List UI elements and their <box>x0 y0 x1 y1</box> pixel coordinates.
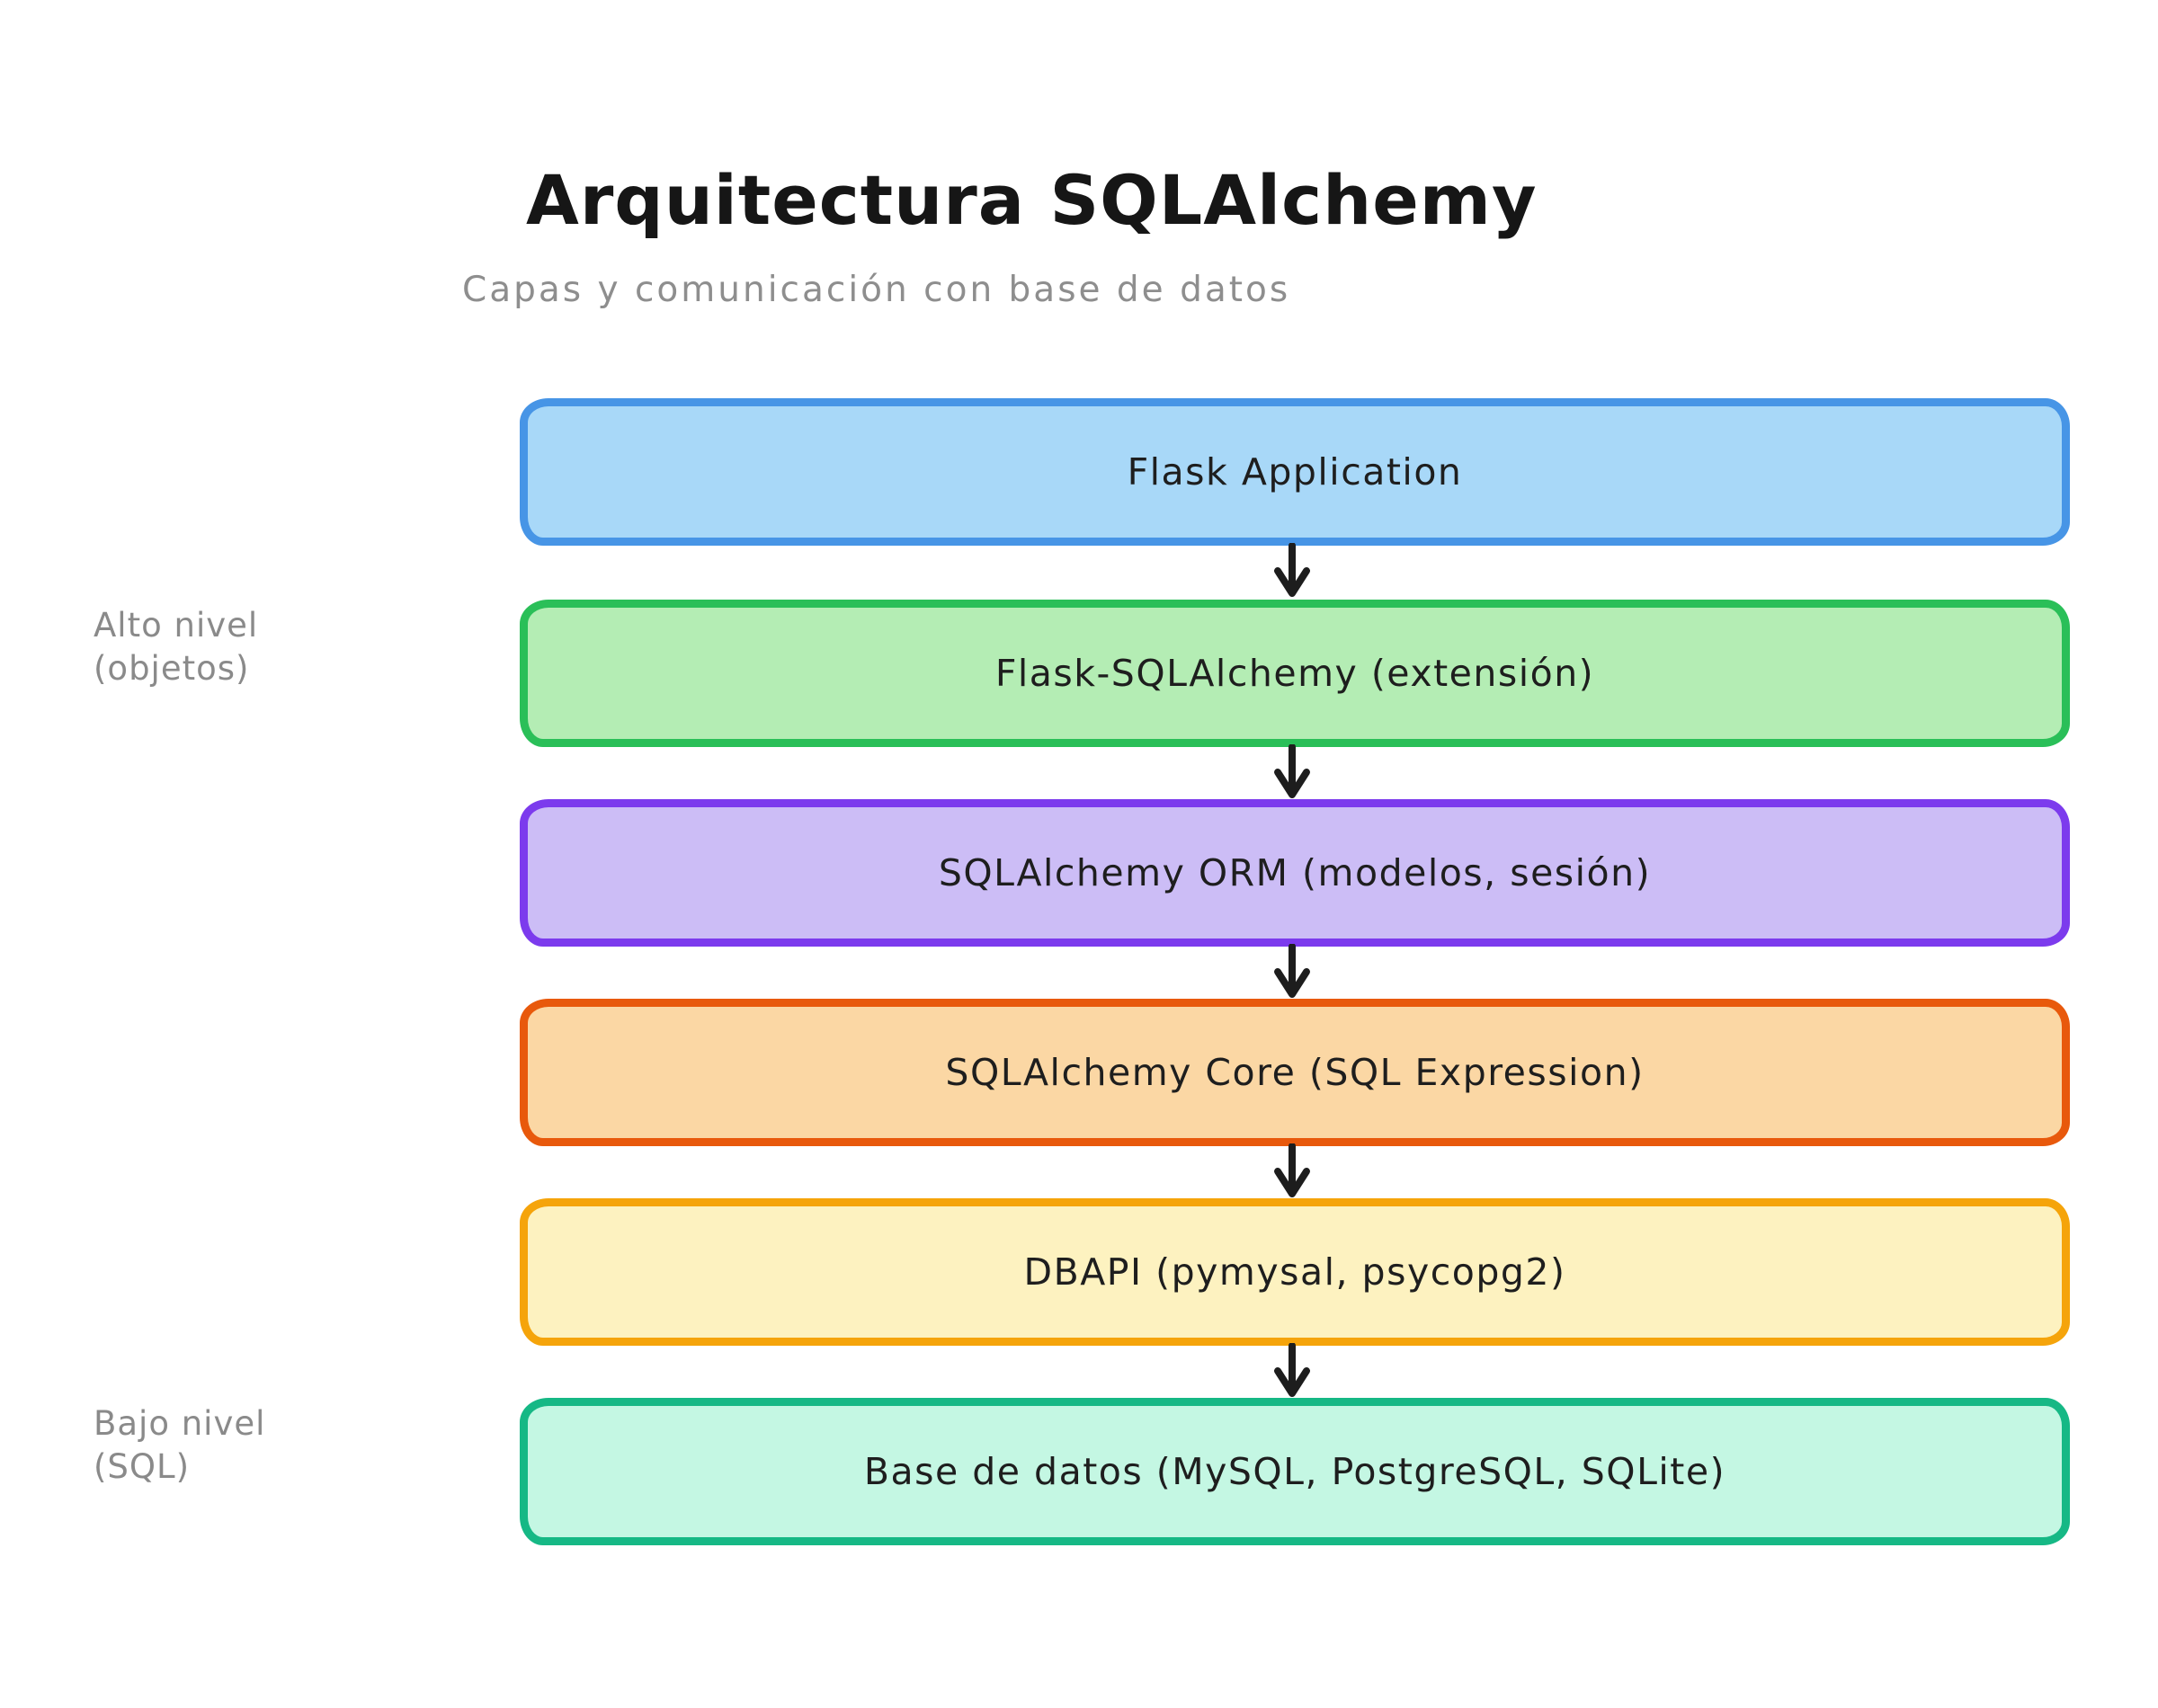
layer-label: Flask Application <box>1127 450 1463 494</box>
side-label-line: (objetos) <box>94 649 250 688</box>
arrow-down-icon <box>1263 944 1321 1000</box>
arrow-down-icon <box>1263 543 1321 599</box>
layer-label: Base de datos (MySQL, PostgreSQL, SQLite… <box>863 1450 1726 1493</box>
layer-label: Flask-SQLAlchemy (extensión) <box>994 652 1595 695</box>
layer-database: Base de datos (MySQL, PostgreSQL, SQLite… <box>520 1398 2070 1545</box>
side-label-line: (SQL) <box>94 1447 191 1486</box>
side-label-line: Alto nivel <box>94 606 259 645</box>
arrow-down-icon <box>1263 1143 1321 1199</box>
layer-label: SQLAlchemy ORM (modelos, sesión) <box>938 851 1652 894</box>
layer-flask-sqlalchemy-extension: Flask-SQLAlchemy (extensión) <box>520 600 2070 747</box>
layer-flask-application: Flask Application <box>520 398 2070 546</box>
arrow-down-icon <box>1263 1343 1321 1399</box>
layer-label: DBAPI (pymysal, psycopg2) <box>1023 1250 1566 1294</box>
side-label-high-level: Alto nivel (objetos) <box>94 604 258 690</box>
layer-sqlalchemy-core: SQLAlchemy Core (SQL Expression) <box>520 999 2070 1146</box>
side-label-low-level: Bajo nivel (SQL) <box>94 1402 265 1489</box>
diagram-title: Arquitectura SQLAlchemy <box>526 160 1538 240</box>
layer-sqlalchemy-orm: SQLAlchemy ORM (modelos, sesión) <box>520 799 2070 947</box>
layer-label: SQLAlchemy Core (SQL Expression) <box>945 1051 1645 1094</box>
side-label-line: Bajo nivel <box>94 1404 266 1443</box>
diagram-subtitle: Capas y comunicación con base de datos <box>462 270 1291 310</box>
layer-dbapi: DBAPI (pymysal, psycopg2) <box>520 1198 2070 1346</box>
arrow-down-icon <box>1263 744 1321 800</box>
